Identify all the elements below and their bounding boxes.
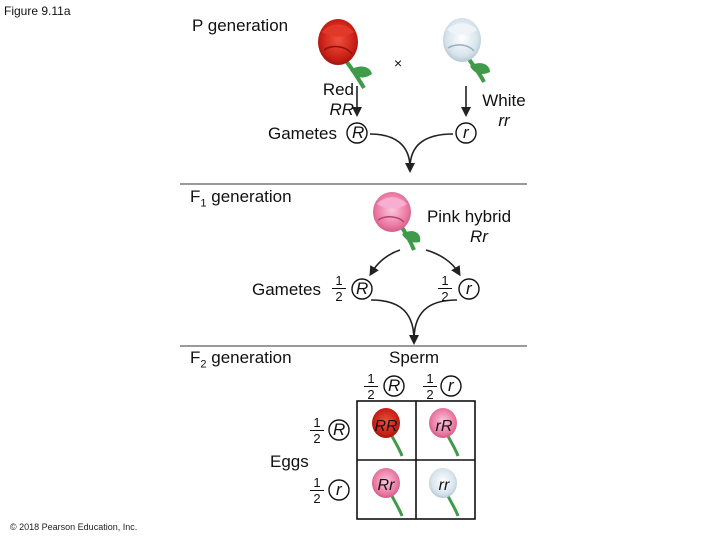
sperm-circle-R — [383, 375, 405, 397]
copyright-notice: © 2018 Pearson Education, Inc. — [10, 522, 138, 532]
fraction-numerator: 1 — [335, 273, 343, 288]
egg-R: R — [333, 420, 346, 439]
arrow-f1-gamete-r — [425, 249, 461, 277]
egg-circle-r — [328, 479, 350, 501]
cross-symbol: × — [394, 55, 403, 71]
merge-arrow-f1-left — [370, 299, 415, 341]
red-parent-name: Red — [322, 80, 354, 99]
sperm-R: R — [388, 376, 401, 395]
f2-title-sub: 2 — [200, 358, 207, 371]
fraction-numerator: 1 — [367, 371, 375, 386]
fraction-denominator: 2 — [313, 491, 321, 507]
gamete-circle-f1-r — [458, 278, 480, 300]
merge-arrow-left — [369, 133, 411, 169]
white-parent-block: White rr — [474, 91, 534, 131]
f1-gamete-R: R — [356, 279, 369, 298]
merge-arrow-right — [405, 133, 454, 173]
fraction-denominator: 2 — [367, 387, 375, 403]
f2-title-rest: generation — [206, 348, 292, 367]
fraction-denominator: 2 — [335, 289, 343, 305]
p-gamete-r: r — [463, 123, 469, 142]
eggs-label: Eggs — [270, 452, 309, 471]
fraction-denominator: 2 — [313, 431, 321, 447]
f1-title-rest: generation — [206, 187, 292, 206]
red-parent-genotype: RR — [329, 100, 354, 119]
fraction-numerator: 1 — [426, 371, 434, 386]
fraction-denominator: 2 — [426, 387, 434, 403]
white-flower-icon — [443, 18, 490, 83]
pink-hybrid-name: Pink hybrid — [426, 207, 512, 226]
cell-flower-white-icon — [429, 468, 460, 517]
cell-flower-red-icon — [372, 408, 404, 457]
f2-title-main: F — [190, 348, 201, 367]
red-parent-block: Red RR — [290, 80, 354, 120]
cell-flower-pink-1-icon — [429, 408, 460, 457]
punnett-cell-RR: RR — [374, 418, 398, 435]
fraction-numerator: 1 — [313, 415, 321, 430]
figure-label: Figure 9.11a — [4, 4, 71, 18]
fraction-numerator: 1 — [313, 475, 321, 490]
fraction-numerator: 1 — [441, 273, 449, 288]
egg-circle-R — [328, 419, 350, 441]
p-gametes-label: Gametes — [268, 124, 337, 143]
sperm-circle-r — [440, 375, 462, 397]
white-parent-name: White — [482, 91, 526, 110]
sperm-r: r — [448, 376, 454, 395]
pink-flower-icon — [373, 192, 421, 251]
p-generation-title: P generation — [192, 16, 289, 35]
cell-flower-pink-2-icon — [372, 468, 404, 517]
punnett-cell-rR: rR — [435, 418, 453, 435]
merge-arrow-f1-right — [409, 299, 458, 345]
fraction-denominator: 2 — [441, 289, 449, 305]
f1-generation-title: F1 generation — [190, 187, 292, 209]
f1-gamete-r: r — [466, 279, 472, 298]
arrow-f1-gamete-R — [369, 249, 401, 277]
pink-hybrid-genotype: Rr — [470, 227, 488, 246]
gamete-circle-f1-R — [351, 278, 373, 300]
f1-gametes-label: Gametes — [252, 280, 321, 299]
f1-title-sub: 1 — [200, 197, 207, 210]
punnett-cell-Rr: Rr — [377, 477, 395, 494]
sperm-label: Sperm — [389, 348, 440, 367]
gamete-circle-p-R — [346, 122, 368, 144]
punnett-cell-rr: rr — [438, 477, 450, 494]
p-gamete-R: R — [352, 123, 365, 142]
white-parent-genotype: rr — [498, 111, 510, 130]
f1-title-main: F — [190, 187, 201, 206]
red-flower-icon — [318, 19, 372, 90]
f2-generation-title: F2 generation — [190, 348, 292, 370]
egg-r: r — [336, 480, 342, 499]
pink-hybrid-block: Pink hybrid Rr — [414, 207, 524, 247]
gamete-circle-p-r — [455, 122, 477, 144]
